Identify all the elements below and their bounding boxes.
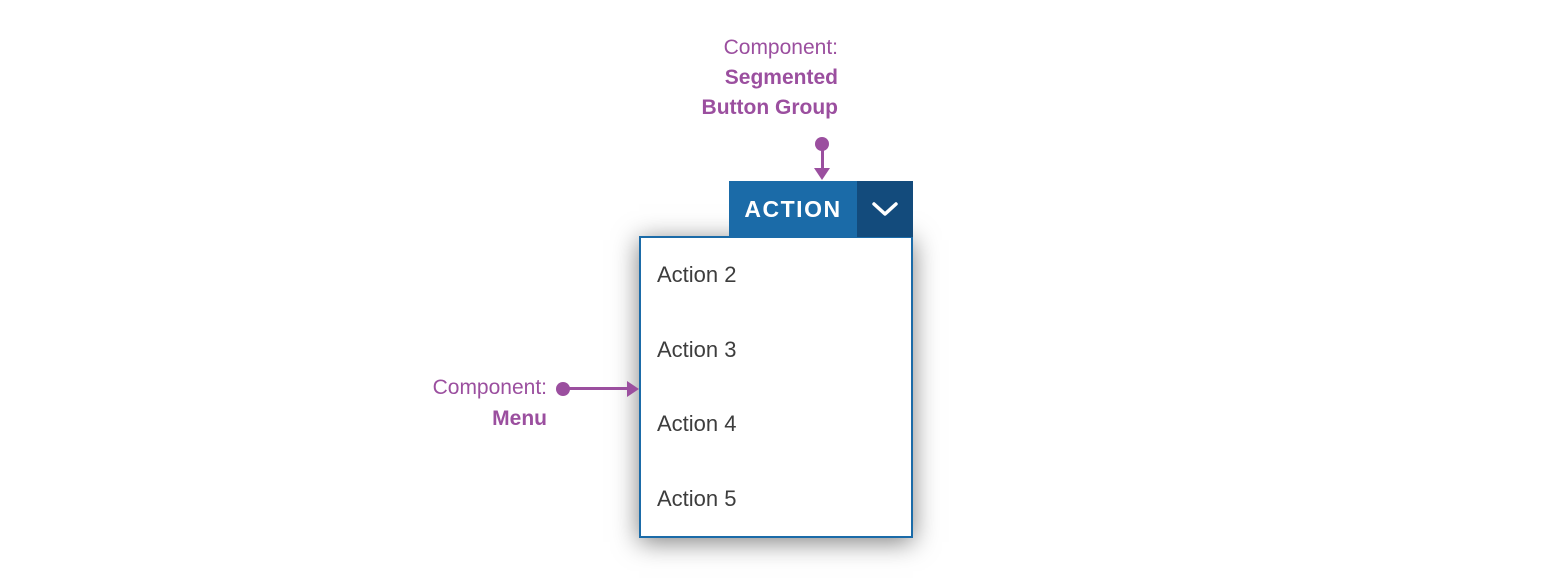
segmented-button-group-annotation: Component: Segmented Button Group [638,33,838,123]
menu-annotation: Component: Menu [347,372,547,434]
chevron-down-icon [872,202,898,216]
connector-dot [556,382,570,396]
menu-item[interactable]: Action 4 [641,387,911,462]
annotation-prefix: Component: [723,36,838,59]
connector-line [568,387,629,390]
arrow-down-icon [814,168,830,180]
annotation-name-line2: Button Group [701,96,838,119]
connector-dot [815,137,829,151]
dropdown-menu: Action 2 Action 3 Action 4 Action 5 [639,236,913,538]
annotation-name-line1: Segmented [724,66,838,89]
menu-item[interactable]: Action 2 [641,238,911,313]
connector-line [821,148,824,170]
segmented-button-group: ACTION [729,181,913,237]
arrow-right-icon [627,381,639,397]
annotation-prefix: Component: [432,376,547,399]
menu-item[interactable]: Action 5 [641,461,911,536]
dropdown-toggle-button[interactable] [857,181,913,237]
menu-item[interactable]: Action 3 [641,312,911,387]
annotation-name: Menu [492,407,547,430]
action-button[interactable]: ACTION [729,181,857,237]
